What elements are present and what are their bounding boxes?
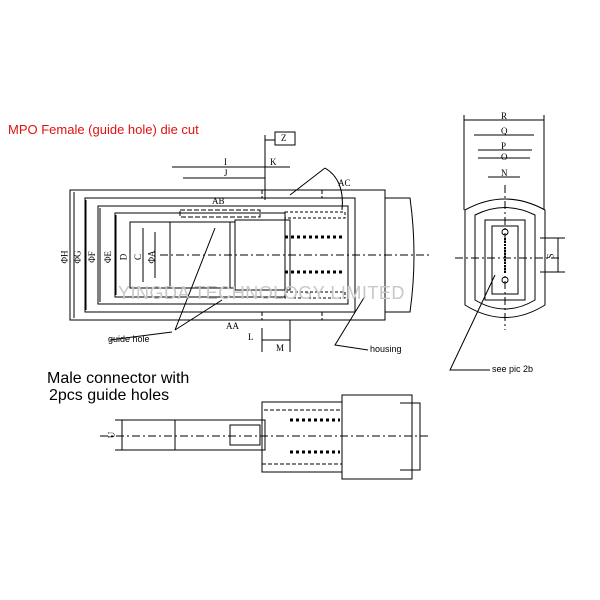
male-caption-line-2: 2pcs guide holes — [49, 387, 170, 404]
dim-S: S — [545, 253, 556, 259]
dim-P: P — [501, 141, 507, 151]
guide-hole-label: guide hole — [108, 334, 150, 344]
watermark: YINGDA TECHNOLOGY LIMITED — [118, 283, 405, 303]
dim-F: ΦF — [86, 251, 97, 263]
dim-A: ΦA — [146, 250, 157, 264]
male-caption-line-1: Male connector with — [47, 370, 190, 387]
dim-U: U — [106, 431, 117, 439]
dim-AB: AB — [212, 196, 225, 206]
end-view — [449, 115, 565, 371]
dim-Z: Z — [281, 133, 287, 143]
dim-J: J — [224, 168, 228, 178]
male-connector-side-view — [100, 394, 430, 480]
dim-AA: AA — [226, 321, 239, 331]
see-pic-label: see pic 2b — [492, 364, 534, 374]
dim-E: ΦE — [103, 250, 114, 264]
dim-H: ΦH — [59, 250, 70, 264]
housing-label: housing — [370, 344, 402, 354]
dim-K: K — [270, 157, 277, 167]
dim-Q: Q — [501, 126, 508, 136]
dim-N: N — [501, 168, 508, 178]
dim-I: I — [224, 157, 227, 167]
dim-L: L — [248, 332, 254, 342]
dim-G: ΦG — [72, 250, 83, 264]
male-caption: Male connector with 2pcs guide holes — [47, 370, 189, 404]
dim-D: D — [118, 253, 129, 261]
dim-R: R — [501, 111, 508, 121]
dim-O: O — [501, 152, 508, 162]
female-connector-side-view — [69, 131, 430, 352]
dim-M: M — [276, 343, 285, 353]
dim-AC: AC — [338, 178, 351, 188]
dim-C: C — [133, 253, 144, 261]
title: MPO Female (guide hole) die cut — [8, 122, 199, 137]
